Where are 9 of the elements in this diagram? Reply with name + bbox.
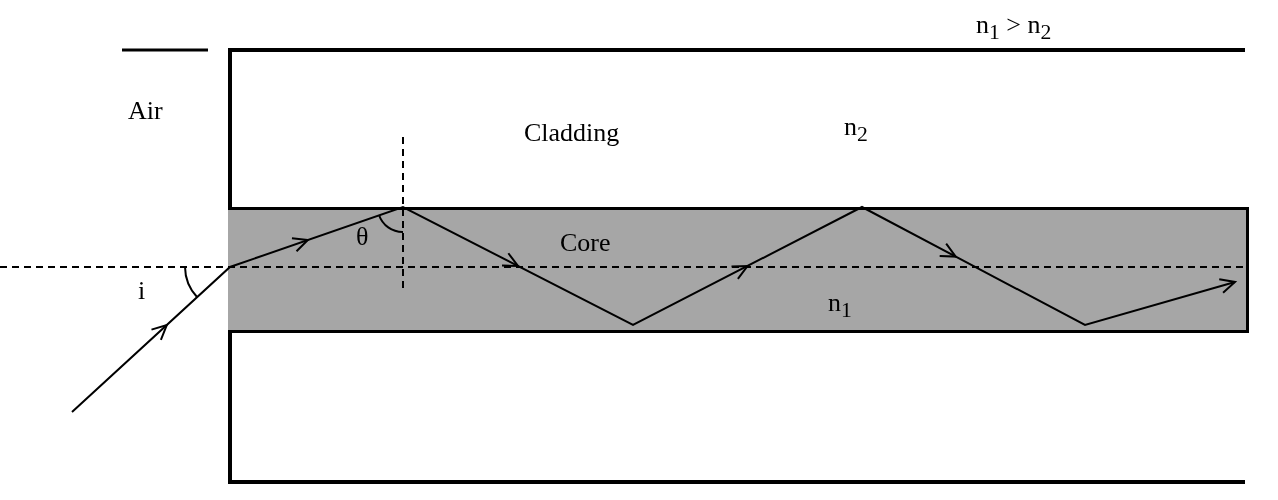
cladding-label: Cladding xyxy=(524,120,620,146)
core-band xyxy=(228,207,1249,333)
angle-label: θ xyxy=(356,224,369,250)
medium-label: Air xyxy=(128,98,163,124)
index-label: n$_{2}$ xyxy=(844,114,868,146)
index-label: n$_{1}$ xyxy=(828,290,852,322)
angle-label: i xyxy=(138,278,146,304)
core-label: Core xyxy=(560,230,611,256)
condition-label: n$_{1}$ > n$_{2}$ xyxy=(976,12,1052,44)
